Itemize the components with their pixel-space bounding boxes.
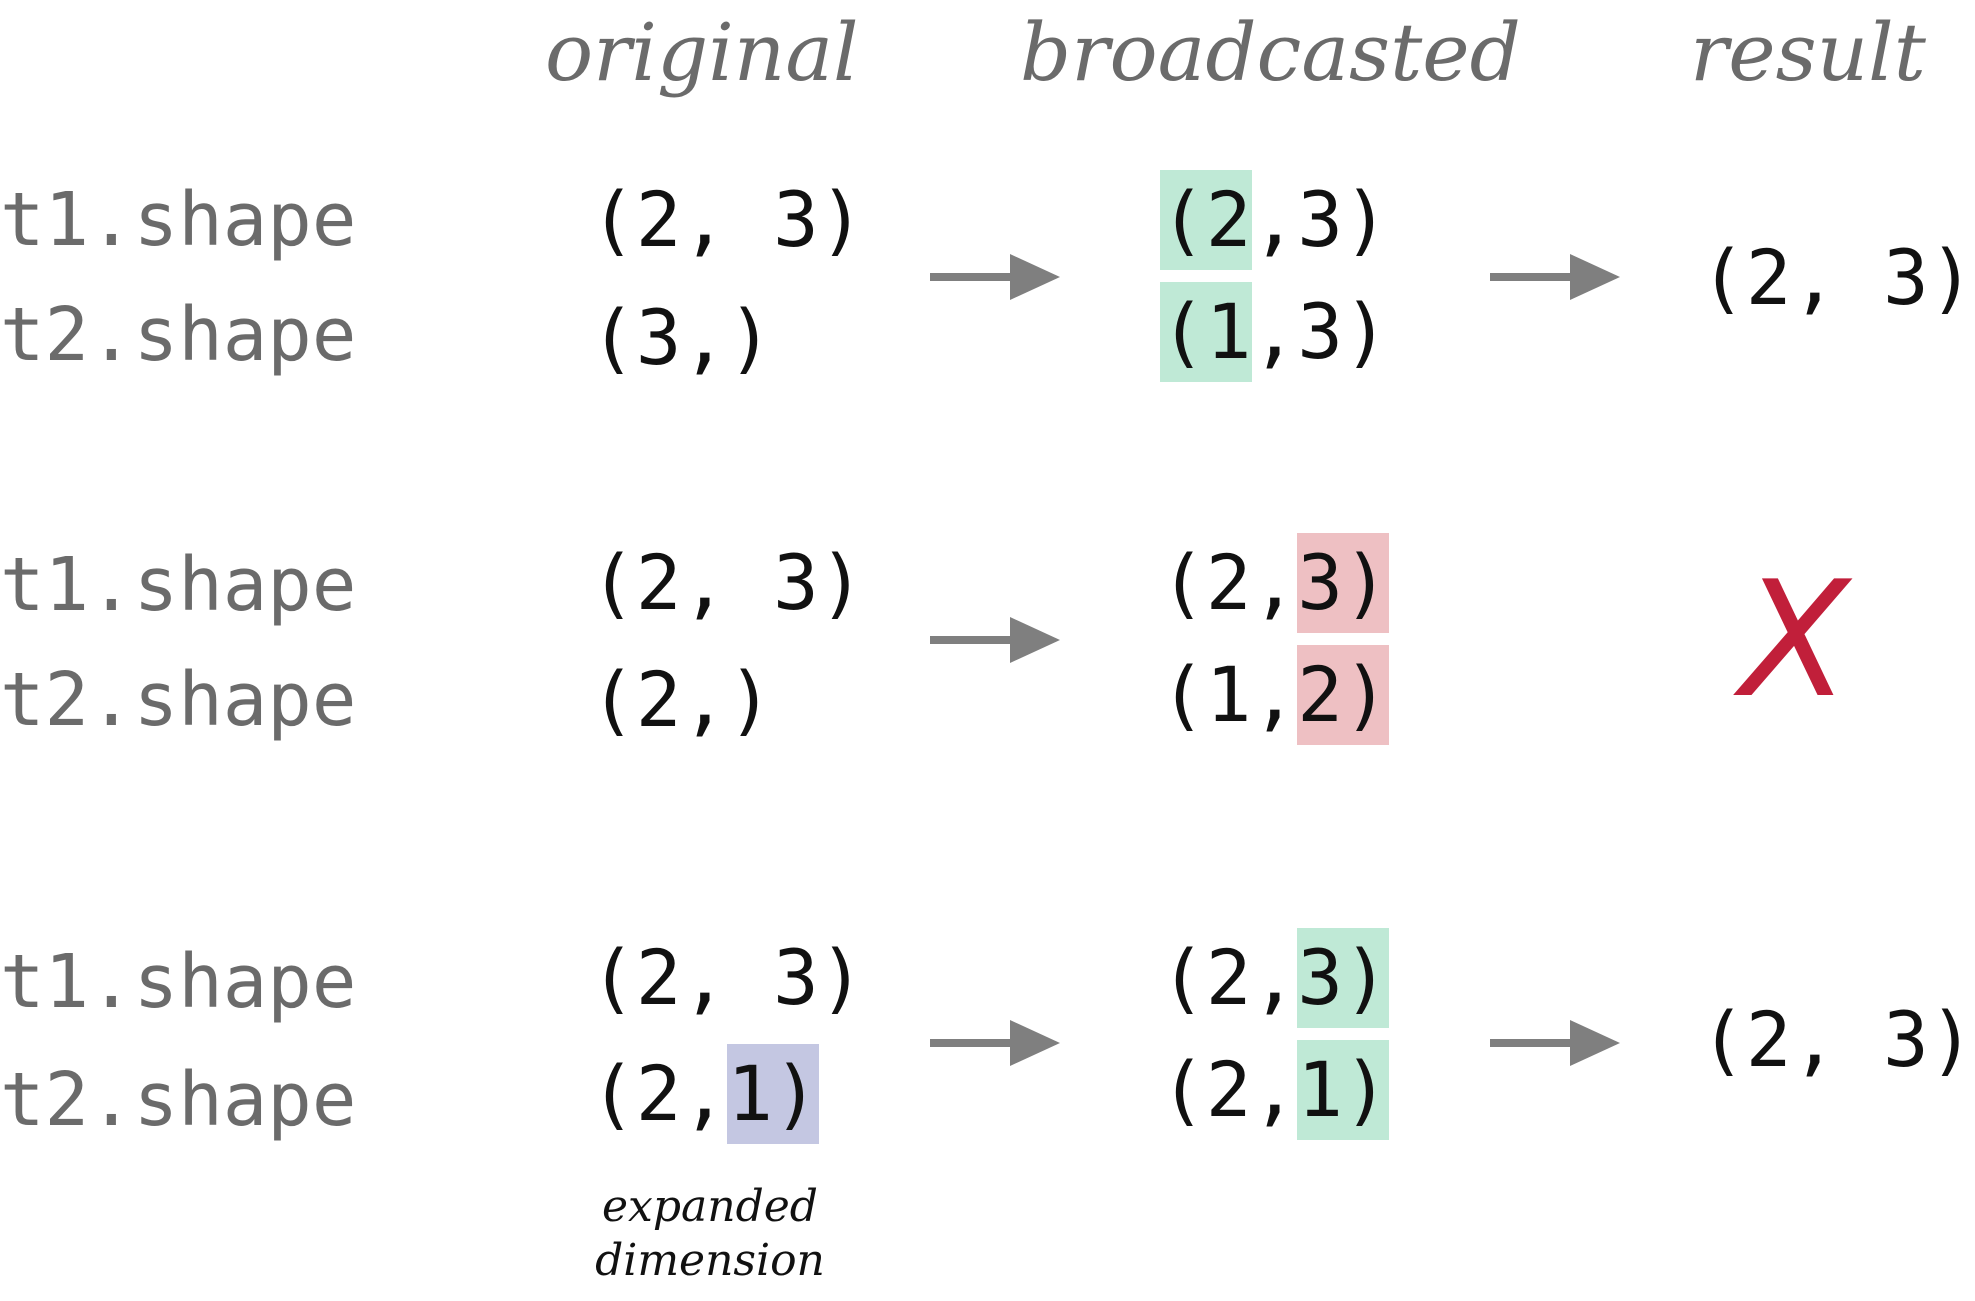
- row2-bc-t1-mismatch: 3): [1297, 533, 1389, 633]
- arrow-icon: [1490, 254, 1620, 300]
- header-original: original: [545, 6, 859, 99]
- row1-original-t1: (2, 3): [590, 175, 865, 264]
- arrow-icon: [1490, 1020, 1620, 1066]
- expanded-dimension-note: expanded dimension: [595, 1181, 825, 1286]
- row1-t1-label: t1.shape: [0, 177, 357, 263]
- row3-bc-t2-match: 1): [1297, 1040, 1389, 1140]
- row1-bc-t2-group: (1: [1160, 282, 1252, 382]
- row2-original-t2: (2,): [590, 655, 774, 744]
- row1-broadcasted-t2: (1, 3): [1160, 282, 1389, 382]
- row3-bc-t1-match: 3): [1297, 928, 1389, 1028]
- row3-original-t1: (2, 3): [590, 933, 865, 1022]
- arrow-icon: [930, 1020, 1060, 1066]
- row2-broadcasted-t1: (2, 3): [1160, 533, 1389, 633]
- error-x-icon: X: [1740, 546, 1850, 733]
- row1-bc-t1-group: (2: [1160, 170, 1252, 270]
- arrow-icon: [930, 617, 1060, 663]
- row1-original-t2: (3,): [590, 293, 774, 382]
- row1-result: (2, 3): [1700, 233, 1975, 322]
- row1-broadcasted-t1: (2, 3): [1160, 170, 1389, 270]
- header-result: result: [1690, 6, 1926, 99]
- row2-original-t1: (2, 3): [590, 538, 865, 627]
- row3-broadcasted-t1: (2, 3): [1160, 928, 1389, 1028]
- row2-t2-label: t2.shape: [0, 657, 357, 743]
- header-broadcasted: broadcasted: [1020, 6, 1521, 99]
- row3-expanded-dim: 1): [727, 1044, 819, 1144]
- row1-t2-label: t2.shape: [0, 292, 357, 378]
- row3-broadcasted-t2: (2, 1): [1160, 1040, 1389, 1140]
- row2-bc-t2-mismatch: 2): [1297, 645, 1389, 745]
- row3-original-t2: (2, 1): [590, 1044, 819, 1144]
- row3-t2-label: t2.shape: [0, 1057, 357, 1143]
- row2-t1-label: t1.shape: [0, 542, 357, 628]
- arrow-icon: [930, 254, 1060, 300]
- row3-t1-label: t1.shape: [0, 939, 357, 1025]
- row2-broadcasted-t2: (1, 2): [1160, 645, 1389, 745]
- row3-result: (2, 3): [1700, 995, 1975, 1084]
